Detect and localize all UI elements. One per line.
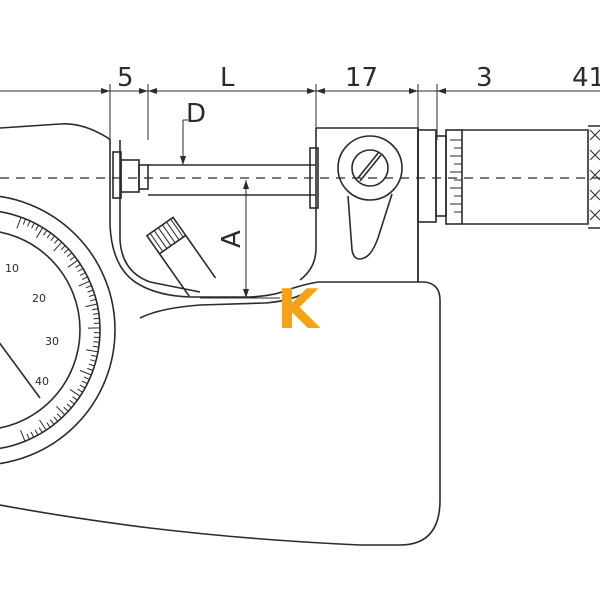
dial-tick [85, 285, 92, 289]
dial-tick [31, 222, 35, 229]
lock-screw [337, 135, 403, 201]
dial-tick [20, 429, 26, 442]
dial-tick [69, 389, 81, 397]
sleeve [417, 129, 447, 223]
depth-indicator [180, 119, 188, 165]
ratchet-knob [588, 125, 600, 229]
dial-tick [53, 241, 63, 252]
dial-tick [78, 280, 90, 287]
dial-tick [46, 422, 51, 428]
dial-tick [87, 367, 94, 371]
dial-pointer [0, 342, 41, 399]
lock-lever [347, 193, 393, 260]
dial-tick [79, 370, 92, 376]
watermark-k: K [277, 278, 321, 341]
dial-tick [79, 384, 86, 389]
dial-tick [34, 429, 39, 436]
dial-tick [93, 317, 100, 320]
dimension-l-label: L [220, 63, 235, 93]
dial-tick [42, 230, 48, 236]
dial-tick [81, 276, 88, 280]
dial-label-30: 30 [45, 335, 59, 348]
dial-tick [49, 419, 55, 425]
dial-tick [85, 303, 98, 308]
dial-tick [50, 235, 55, 242]
dial-tick [88, 363, 95, 367]
dial-tick [75, 263, 81, 269]
dial-tick [86, 349, 99, 353]
dial-label-20: 20 [32, 292, 46, 305]
dial-tick [83, 376, 90, 380]
dial-tick [90, 298, 97, 302]
dial-tick [79, 272, 86, 276]
dimension-3-label: 3 [476, 63, 493, 93]
dial-tick [63, 406, 69, 412]
dial-tick [77, 267, 84, 272]
dial-tick [93, 341, 100, 343]
dial-tick [39, 419, 47, 431]
dial-tick [92, 313, 99, 315]
dimension-17-label: 17 [345, 63, 378, 93]
dial-tick [81, 380, 88, 385]
dial-gauge [0, 195, 116, 465]
dial-tick [88, 294, 95, 297]
dial-tick [30, 431, 35, 438]
anvil-a-label: A [217, 230, 247, 248]
dial-tick [91, 354, 98, 358]
knurled-probe [145, 216, 217, 297]
top-dimension-line [0, 84, 600, 140]
frame-body [0, 122, 441, 546]
frame-lower-contour [139, 292, 306, 319]
dial-tick [16, 217, 22, 229]
dial-label-10: 10 [5, 262, 19, 275]
dimension-41-label: 41 [572, 63, 600, 93]
anvil-dimension [200, 180, 280, 299]
dial-tick [56, 406, 66, 416]
dial-tick [35, 227, 44, 239]
anvil-rod [112, 147, 319, 209]
dial-tick [66, 252, 73, 257]
dial-tick [26, 433, 30, 440]
dial-tick [89, 359, 97, 362]
dial-tick [63, 248, 69, 254]
dial-tick [22, 218, 26, 225]
dial-tick [66, 403, 72, 409]
dial-tick [92, 345, 99, 348]
dial-label-40: 40 [35, 375, 49, 388]
thimble [445, 129, 589, 225]
dial-tick [35, 224, 39, 231]
dial-tick [53, 238, 59, 244]
dial-tick [92, 308, 99, 311]
depth-d-label: D [186, 99, 206, 129]
dial-tick [69, 256, 76, 261]
dial-tick [56, 413, 62, 419]
frame-throat [119, 140, 201, 293]
dial-tick [77, 388, 83, 393]
dial-tick [38, 427, 43, 433]
dial-tick [69, 399, 75, 405]
dial-tick-marks [16, 217, 101, 442]
dial-tick [27, 220, 31, 227]
dial-tick [72, 396, 78, 401]
dial-tick [67, 259, 78, 268]
dimension-5-label: 5 [117, 63, 134, 93]
dial-tick [60, 245, 66, 251]
dial-tick [53, 416, 59, 422]
dial-tick [87, 289, 94, 293]
dial-tick [46, 232, 52, 239]
